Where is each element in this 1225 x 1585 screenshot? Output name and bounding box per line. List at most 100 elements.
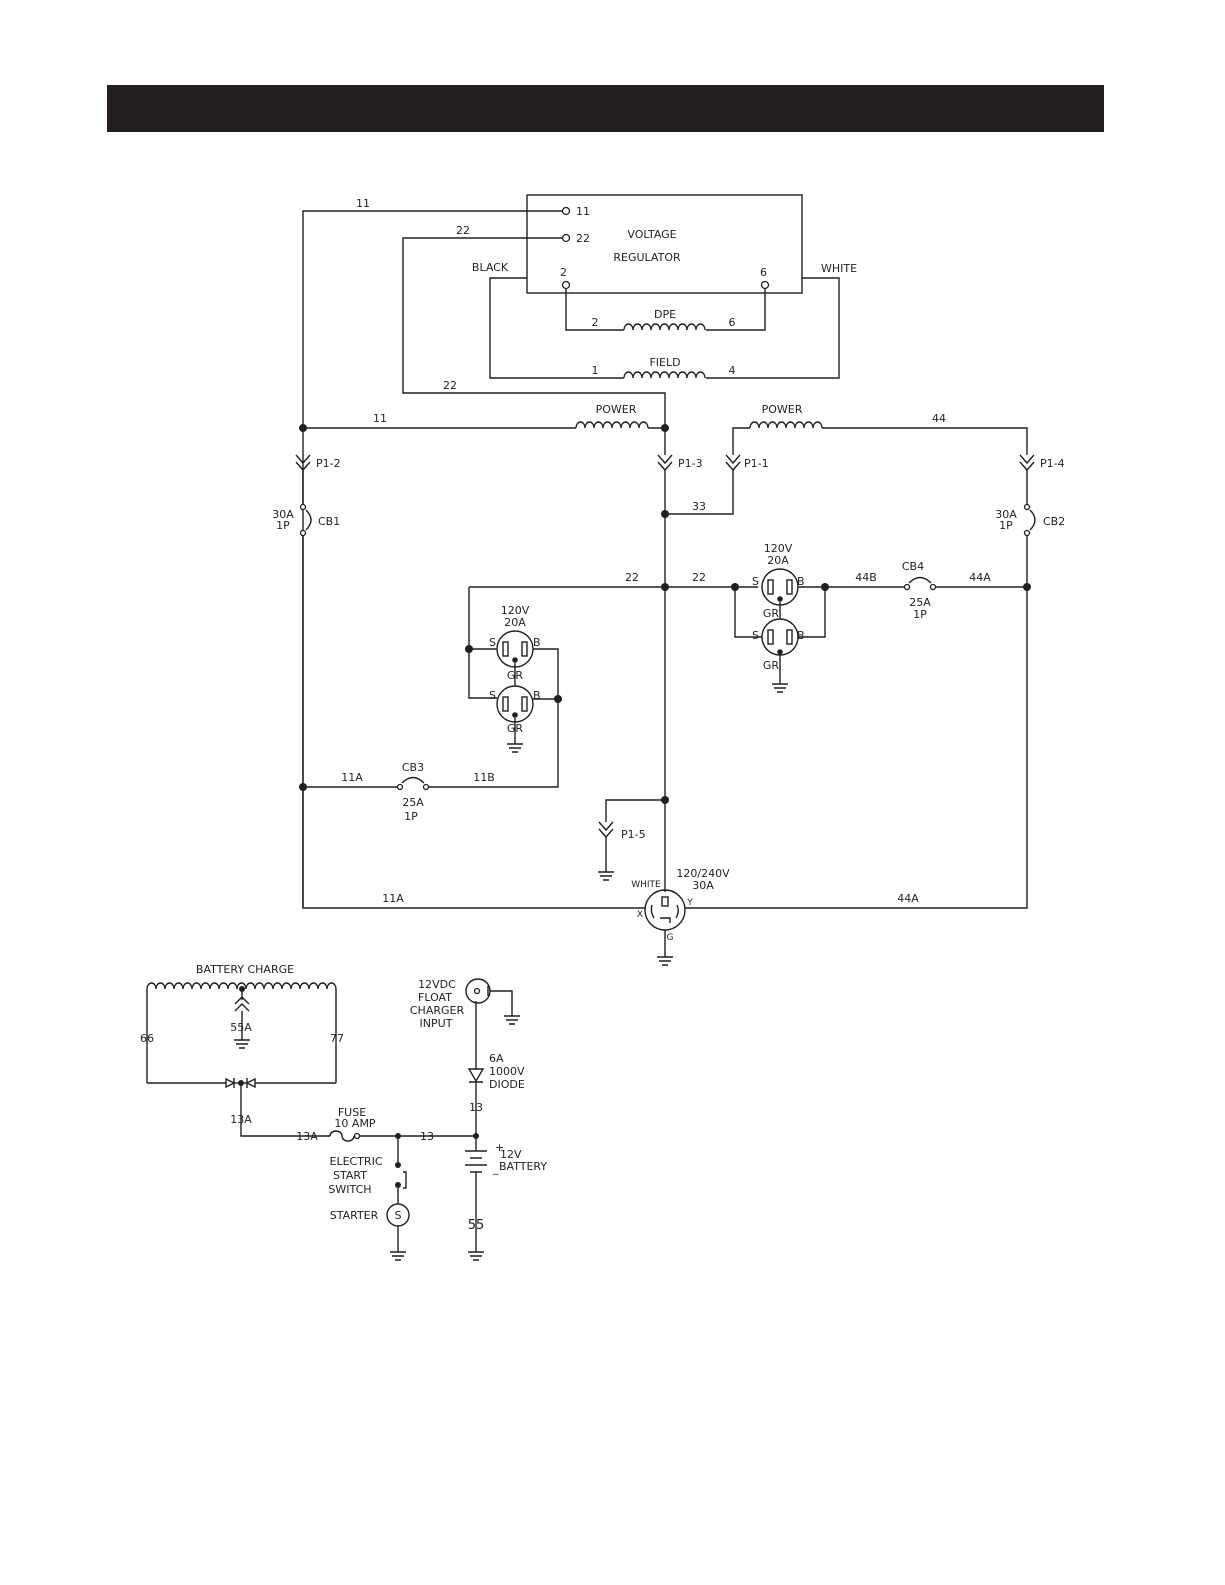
receptacle-right-volts: 120V bbox=[764, 542, 793, 555]
receptacle-right: 120V 20A S B GR S B GR bbox=[734, 542, 905, 693]
terminal-11 bbox=[561, 206, 571, 216]
charger-label-2: FLOAT bbox=[418, 991, 452, 1004]
label-11-top: 11 bbox=[356, 197, 370, 210]
label-55a: 55A bbox=[230, 1021, 252, 1034]
connector-p1-1: P1-1 bbox=[725, 454, 769, 472]
label-11b: 11B bbox=[473, 771, 495, 784]
receptacle-left-s1: S bbox=[489, 636, 496, 649]
junction-dots bbox=[299, 424, 1031, 804]
battery-charge-circuit: BATTERY CHARGE 55A 66 77 13A 13A FUSE 10… bbox=[140, 963, 547, 1261]
label-11a-cb3: 11A bbox=[341, 771, 363, 784]
label-44b: 44B bbox=[855, 571, 877, 584]
battery-12v-label: 12V bbox=[500, 1148, 522, 1161]
p1-3-label: P1-3 bbox=[678, 457, 703, 470]
twistlock-y: Y bbox=[686, 898, 693, 908]
regulator-title-2: REGULATOR bbox=[613, 251, 681, 264]
receptacle-right-s2: S bbox=[752, 629, 759, 642]
terminal-6-label: 6 bbox=[760, 266, 767, 279]
wire-black bbox=[489, 277, 624, 379]
receptacle-right-amps: 20A bbox=[767, 554, 789, 567]
terminal-2 bbox=[561, 280, 571, 290]
switch-label-3: SWITCH bbox=[328, 1183, 371, 1196]
terminal-11-label: 11 bbox=[576, 205, 590, 218]
float-charger-input: 12VDC FLOAT CHARGER INPUT bbox=[410, 978, 520, 1030]
starter-symbol: S bbox=[395, 1209, 402, 1222]
wire-white bbox=[706, 277, 840, 379]
connector-p1-2: P1-2 bbox=[295, 454, 341, 504]
battery-12v: + 12V _ BATTERY 55 bbox=[465, 1136, 547, 1261]
cb2-rating: 30A bbox=[995, 508, 1017, 521]
breaker-cb3: CB3 25A 1P bbox=[396, 761, 430, 823]
power-coil-left-label: POWER bbox=[596, 403, 637, 416]
cb4-rating: 25A bbox=[909, 596, 931, 609]
receptacle-right-s1: S bbox=[752, 575, 759, 588]
wire-44a bbox=[685, 536, 1028, 909]
cb3-name: CB3 bbox=[402, 761, 424, 774]
label-white: WHITE bbox=[821, 262, 857, 275]
label-33: 33 bbox=[692, 500, 706, 513]
charger-label-4: INPUT bbox=[420, 1017, 453, 1030]
receptacle-left-volts: 120V bbox=[501, 604, 530, 617]
cb3-rating: 25A bbox=[402, 796, 424, 809]
cb1-rating: 30A bbox=[272, 508, 294, 521]
diode-label-3: DIODE bbox=[489, 1078, 525, 1091]
battery-label: BATTERY bbox=[499, 1160, 547, 1173]
fuse-label-2: 10 AMP bbox=[334, 1117, 376, 1130]
connector-p1-4: P1-4 bbox=[1019, 454, 1065, 504]
cb2-name: CB2 bbox=[1043, 515, 1065, 528]
cb1-poles: 1P bbox=[276, 519, 290, 532]
dpe-coil: DPE bbox=[623, 308, 706, 331]
label-11a-bottom: 11A bbox=[382, 892, 404, 905]
battery-plus: + bbox=[495, 1141, 504, 1154]
receptacle-right-gr2: GR bbox=[763, 659, 780, 672]
wire-dpe-6 bbox=[706, 289, 766, 331]
cb4-poles: 1P bbox=[913, 608, 927, 621]
label-55: 55 bbox=[468, 1218, 485, 1233]
twistlock-g: G bbox=[667, 933, 674, 943]
wire-dpe-2 bbox=[565, 289, 624, 331]
electric-start-switch: ELECTRIC START SWITCH bbox=[328, 1136, 407, 1204]
header-bar bbox=[107, 85, 1104, 132]
starter-label: STARTER bbox=[330, 1209, 379, 1222]
cb1-name: CB1 bbox=[318, 515, 340, 528]
label-44: 44 bbox=[932, 412, 946, 425]
wire-33 bbox=[665, 469, 734, 515]
receptacle-left-amps: 20A bbox=[504, 616, 526, 629]
regulator-title-1: VOLTAGE bbox=[627, 228, 676, 241]
label-44a-bottom: 44A bbox=[897, 892, 919, 905]
twistlock-volts: 120/240V bbox=[676, 867, 730, 880]
cb4-name: CB4 bbox=[902, 560, 924, 573]
label-77: 77 bbox=[330, 1032, 344, 1045]
cb3-poles: 1P bbox=[404, 810, 418, 823]
power-coil-right: POWER bbox=[749, 403, 823, 429]
breaker-cb1: 30A 1P CB1 bbox=[272, 503, 340, 537]
label-dpe-6: 6 bbox=[729, 316, 736, 329]
label-66: 66 bbox=[140, 1032, 154, 1045]
connector-p1-5: P1-5 bbox=[598, 799, 665, 881]
label-44a-right: 44A bbox=[969, 571, 991, 584]
field-coil-label: FIELD bbox=[649, 356, 680, 369]
twistlock-x: X bbox=[637, 910, 643, 920]
field-coil: FIELD bbox=[623, 356, 706, 379]
terminal-22 bbox=[561, 233, 571, 243]
label-field-1: 1 bbox=[592, 364, 599, 377]
terminal-22-label: 22 bbox=[576, 232, 590, 245]
dpe-coil-label: DPE bbox=[654, 308, 676, 321]
terminal-6 bbox=[760, 280, 770, 290]
diode-label-1: 6A bbox=[489, 1052, 504, 1065]
receptacle-left-b2: B bbox=[533, 689, 541, 702]
p1-1-label: P1-1 bbox=[744, 457, 769, 470]
receptacle-left: 120V 20A S B GR S B GR bbox=[428, 587, 559, 788]
p1-2-label: P1-2 bbox=[316, 457, 341, 470]
label-22-right: 22 bbox=[692, 571, 706, 584]
wire-22 bbox=[402, 237, 666, 428]
switch-label-2: START bbox=[333, 1169, 367, 1182]
charger-label-1: 12VDC bbox=[418, 978, 456, 991]
label-13a-left: 13A bbox=[230, 1113, 252, 1126]
charger-label-3: CHARGER bbox=[410, 1004, 465, 1017]
terminal-2-label: 2 bbox=[560, 266, 567, 279]
wire-44 bbox=[822, 427, 1028, 455]
receptacle-right-b1: B bbox=[797, 575, 805, 588]
label-13-diode: 13 bbox=[469, 1101, 483, 1114]
